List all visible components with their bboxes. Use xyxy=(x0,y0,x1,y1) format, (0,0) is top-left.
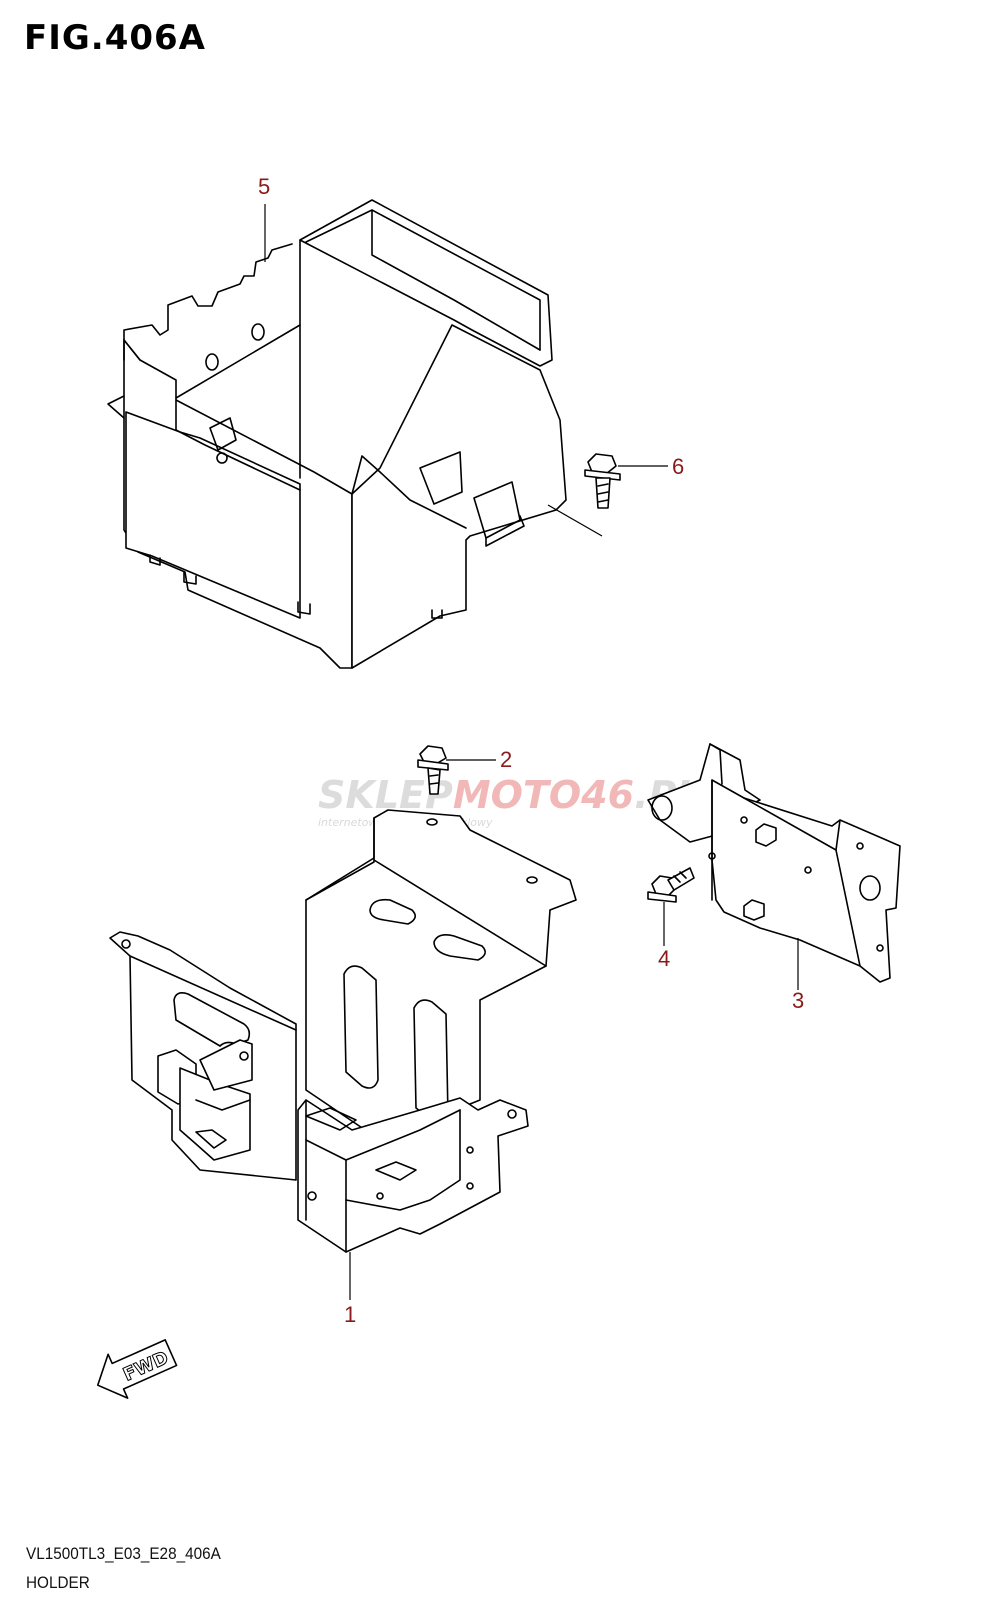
figure-subtitle: HOLDER xyxy=(26,1573,90,1592)
part-4-bolt[interactable] xyxy=(647,867,695,946)
svg-text:SKLEPMOTO46.PL: SKLEPMOTO46.PL xyxy=(318,773,701,817)
part-5-battery-box[interactable] xyxy=(107,199,603,669)
watermark-part2: MOTO46 xyxy=(453,773,634,817)
callout-6[interactable]: 6 xyxy=(672,454,684,479)
fwd-arrow-icon: FWD xyxy=(96,1339,178,1399)
part-3-side-bracket[interactable] xyxy=(647,743,901,990)
callout-2[interactable]: 2 xyxy=(500,747,512,772)
figure-code: VL1500TL3_E03_E28_406A xyxy=(26,1544,221,1563)
figure-title: FIG.406A xyxy=(24,18,206,58)
callout-4[interactable]: 4 xyxy=(658,946,670,971)
part-1-holder-bracket[interactable] xyxy=(109,809,577,1300)
callout-1[interactable]: 1 xyxy=(344,1302,356,1327)
part-6-bolt[interactable] xyxy=(584,453,668,509)
callout-3[interactable]: 3 xyxy=(792,988,804,1013)
part-2-bolt[interactable] xyxy=(417,745,496,795)
callout-5[interactable]: 5 xyxy=(258,174,270,199)
